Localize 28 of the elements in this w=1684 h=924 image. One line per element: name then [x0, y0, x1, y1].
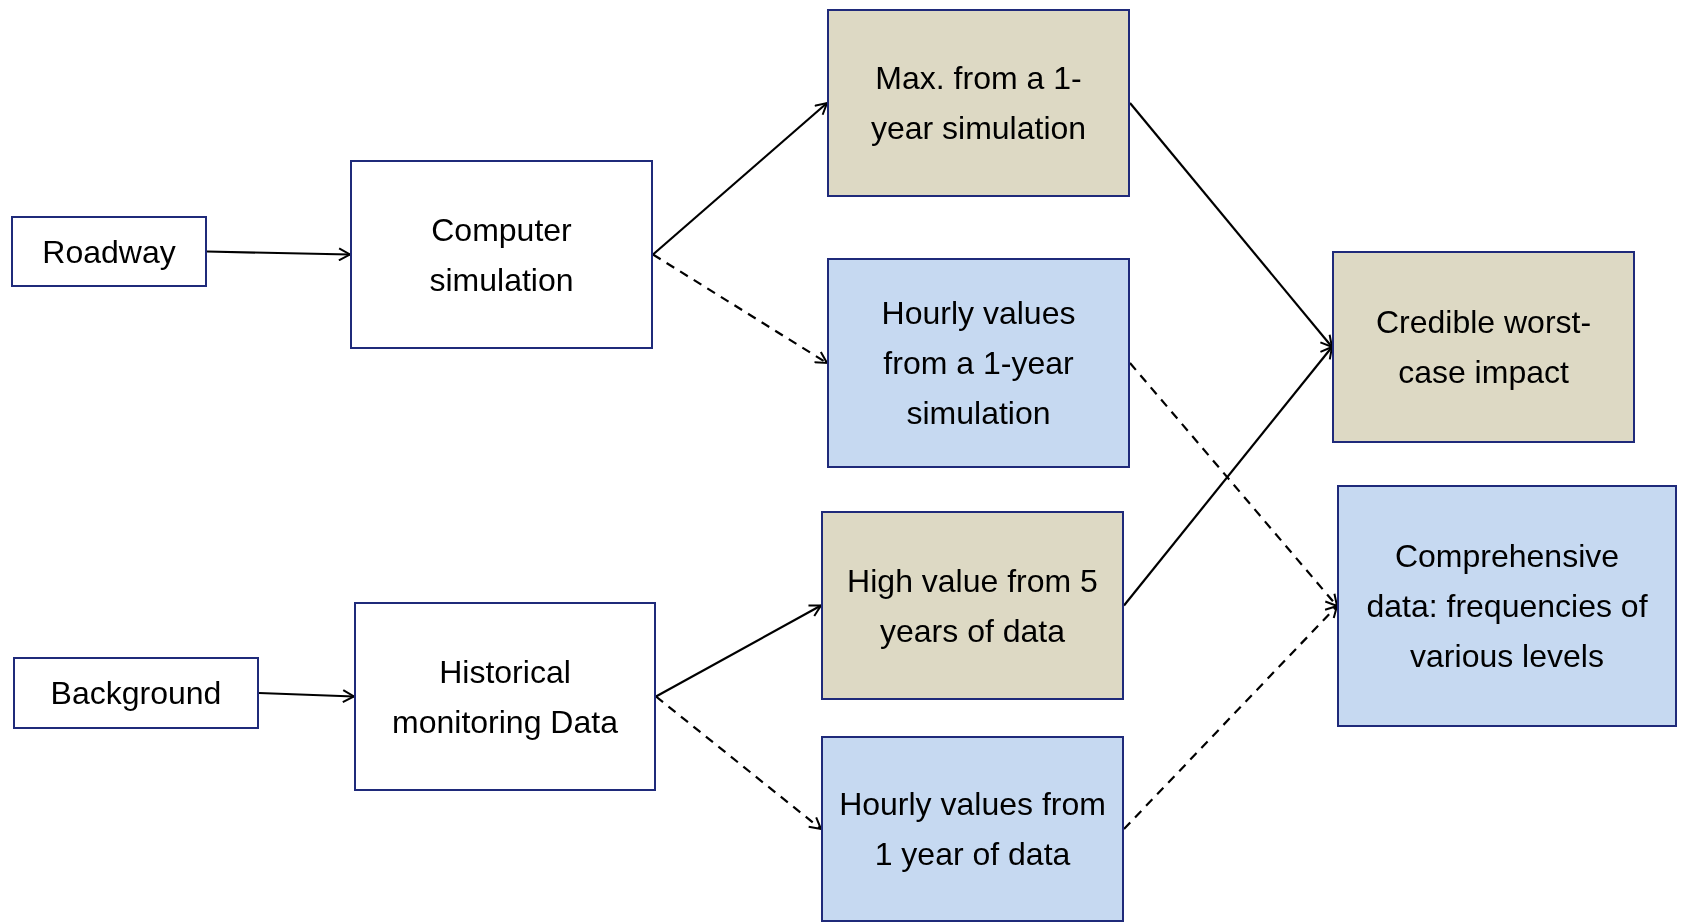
- arrow: [652, 102, 828, 256]
- process-box: [1332, 251, 1635, 443]
- arrow: [1123, 605, 1338, 830]
- arrow: [655, 695, 822, 830]
- arrow: [258, 689, 355, 704]
- box-label: Comprehensive data: frequencies of various levels: [1365, 537, 1649, 676]
- box-label: Credible worst-case impact: [1374, 303, 1593, 392]
- box-label: Hourly values from a 1-year simulation: [880, 294, 1077, 433]
- arrow: [652, 253, 828, 364]
- process-box: [13, 657, 259, 729]
- box-label: Background: [50, 674, 222, 713]
- process-box: [354, 602, 656, 791]
- process-box: [350, 160, 653, 349]
- box-label: Roadway: [42, 232, 176, 272]
- arrow: [206, 247, 351, 262]
- box-label: Computer simulation: [428, 210, 575, 300]
- box-label: Historical monitoring Data: [391, 652, 619, 742]
- box-label: Max. from a 1-year simulation: [869, 59, 1088, 148]
- arrow: [1129, 102, 1333, 348]
- box-label: High value from 5 years of data: [846, 561, 1099, 651]
- process-box: [821, 736, 1124, 922]
- process-box: [821, 511, 1124, 700]
- arrow: [655, 604, 822, 698]
- process-box: [1337, 485, 1677, 727]
- process-box: [827, 9, 1130, 197]
- box-label: Hourly values from 1 year of data: [838, 785, 1107, 874]
- process-box: [11, 216, 207, 287]
- process-box: [827, 258, 1130, 468]
